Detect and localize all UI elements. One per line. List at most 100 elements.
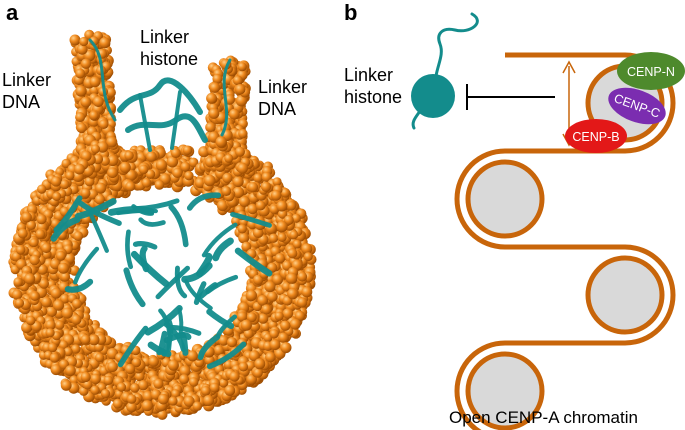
dna-atom [76,122,87,134]
linker-dna-right-label-line2: DNA [258,99,296,119]
dna-atom [228,108,240,120]
dna-atom [282,308,294,319]
dna-atom [75,112,86,123]
dna-atom [61,158,71,169]
protein-ribbon [181,262,213,283]
dna-atom [138,164,149,175]
dna-atom [54,320,65,330]
dna-fiber [454,52,676,430]
dna-atom [39,278,49,289]
dna-atom [126,394,137,404]
protein-ribbon [168,204,189,248]
dna-atom [84,176,95,187]
nucleosome-3 [585,255,665,335]
dna-atom [72,298,82,309]
panel-b-letter: b [344,0,357,25]
dna-atom [21,212,32,223]
dna-atom [236,311,248,322]
dna-atom [74,163,85,175]
dna-atom [69,34,81,46]
dna-atom [280,320,291,331]
dna-atom [281,281,292,292]
dna-atom [209,382,220,393]
dna-atom [280,342,292,354]
cenp-n-label: CENP-N [627,65,675,79]
dna-atom [289,318,301,330]
dna-atom [200,386,211,396]
dna-atom [148,356,159,367]
dna-atom [168,396,178,406]
dna-atom [261,172,272,182]
dna-atom [292,239,302,249]
protein-ribbon [177,307,184,336]
protein-ribbon [138,93,152,152]
dna-atom [286,272,298,284]
linker-histone-cartoon [411,12,479,130]
protein-ribbon [170,90,182,150]
histone-ribbons [50,38,273,370]
dna-atom [237,62,247,72]
dna-atom [278,332,289,343]
dna-atom [79,36,89,47]
dna-atom [235,95,248,107]
dna-atom [124,363,136,375]
dna-atom [154,180,165,190]
protein-ribbon [107,206,155,216]
dna-atom [170,148,181,159]
protein-ribbon [130,250,170,288]
dna-atom [192,401,203,412]
protein-ribbon [125,229,134,270]
dna-atom [224,385,236,396]
dna-atom [294,310,305,321]
dna-atom [218,335,229,346]
dna-atom [283,215,294,226]
dna-atom [41,242,52,254]
dna-atom [35,229,46,240]
protein-ribbon [215,314,238,339]
dna-atom [194,177,206,189]
dna-atom [116,382,127,392]
dna-atom [187,350,198,362]
protein-ribbon [117,77,203,115]
dna-atom [50,176,62,187]
protein-ribbon [206,308,235,330]
dna-atom [232,186,245,198]
panel-a-letter: a [6,0,19,25]
dna-atom [280,188,291,198]
protein-ribbon [88,38,117,122]
dna-atom [203,395,215,406]
dna-atom [29,238,39,248]
dna-atom [17,228,28,239]
dna-atom [255,200,266,211]
dna-atom [50,258,61,270]
dna-atom [179,374,190,385]
linker-histone-label-line1: Linker [140,27,189,47]
dna-atom [105,87,116,98]
dna-atom [41,296,52,308]
dna-atom [238,362,249,372]
dna-atom [29,254,40,266]
dna-atom [50,364,62,376]
protein-ribbon [64,278,94,293]
dna-atom [52,299,65,311]
dna-atom [69,375,79,385]
dna-atom [277,209,288,219]
protein-ribbon [74,198,117,220]
panel-b-linker-histone-line1: Linker [344,65,393,85]
dna-atom [94,194,105,205]
cenp-n-protein: CENP-N [617,52,685,90]
dna-atom [130,383,140,393]
dna-atom [224,153,234,163]
dna-atom [226,337,238,348]
protein-ribbon [201,222,238,258]
dna-atom [277,232,287,242]
dna-atom [180,161,191,172]
dna-atom [188,157,199,168]
dna-atom [141,400,153,412]
protein-ribbon [53,195,83,233]
dna-atom [73,231,84,242]
linker-dna-right-label-line1: Linker [258,77,307,97]
dna-atom [264,280,276,293]
dna-atom [203,174,216,187]
